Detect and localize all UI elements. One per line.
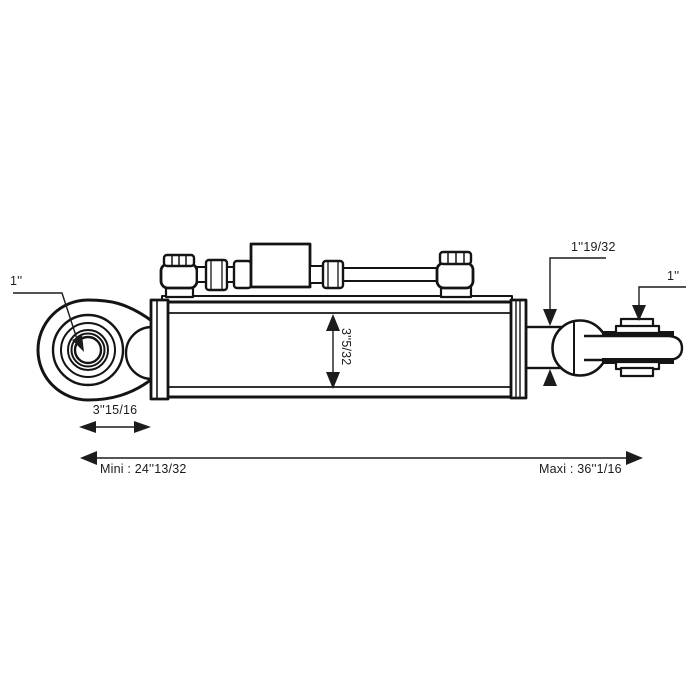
- label-body-diameter: 3''5/32: [339, 328, 353, 366]
- label-max-length: Maxi : 36''1/16: [539, 462, 622, 476]
- ball-joint-end: [551, 317, 684, 378]
- label-min-length: Mini : 24''13/32: [100, 462, 187, 476]
- label-eye-bore: 1'': [10, 274, 23, 288]
- label-rod-diameter: 1''19/32: [571, 240, 616, 254]
- label-eye-length: 3''15/16: [92, 403, 138, 417]
- label-ball-bore: 1'': [667, 269, 680, 283]
- cylinder-body: [149, 295, 528, 401]
- dimension-lines: [13, 257, 686, 465]
- eye-end: [36, 298, 154, 402]
- hydraulic-fittings: [159, 242, 475, 299]
